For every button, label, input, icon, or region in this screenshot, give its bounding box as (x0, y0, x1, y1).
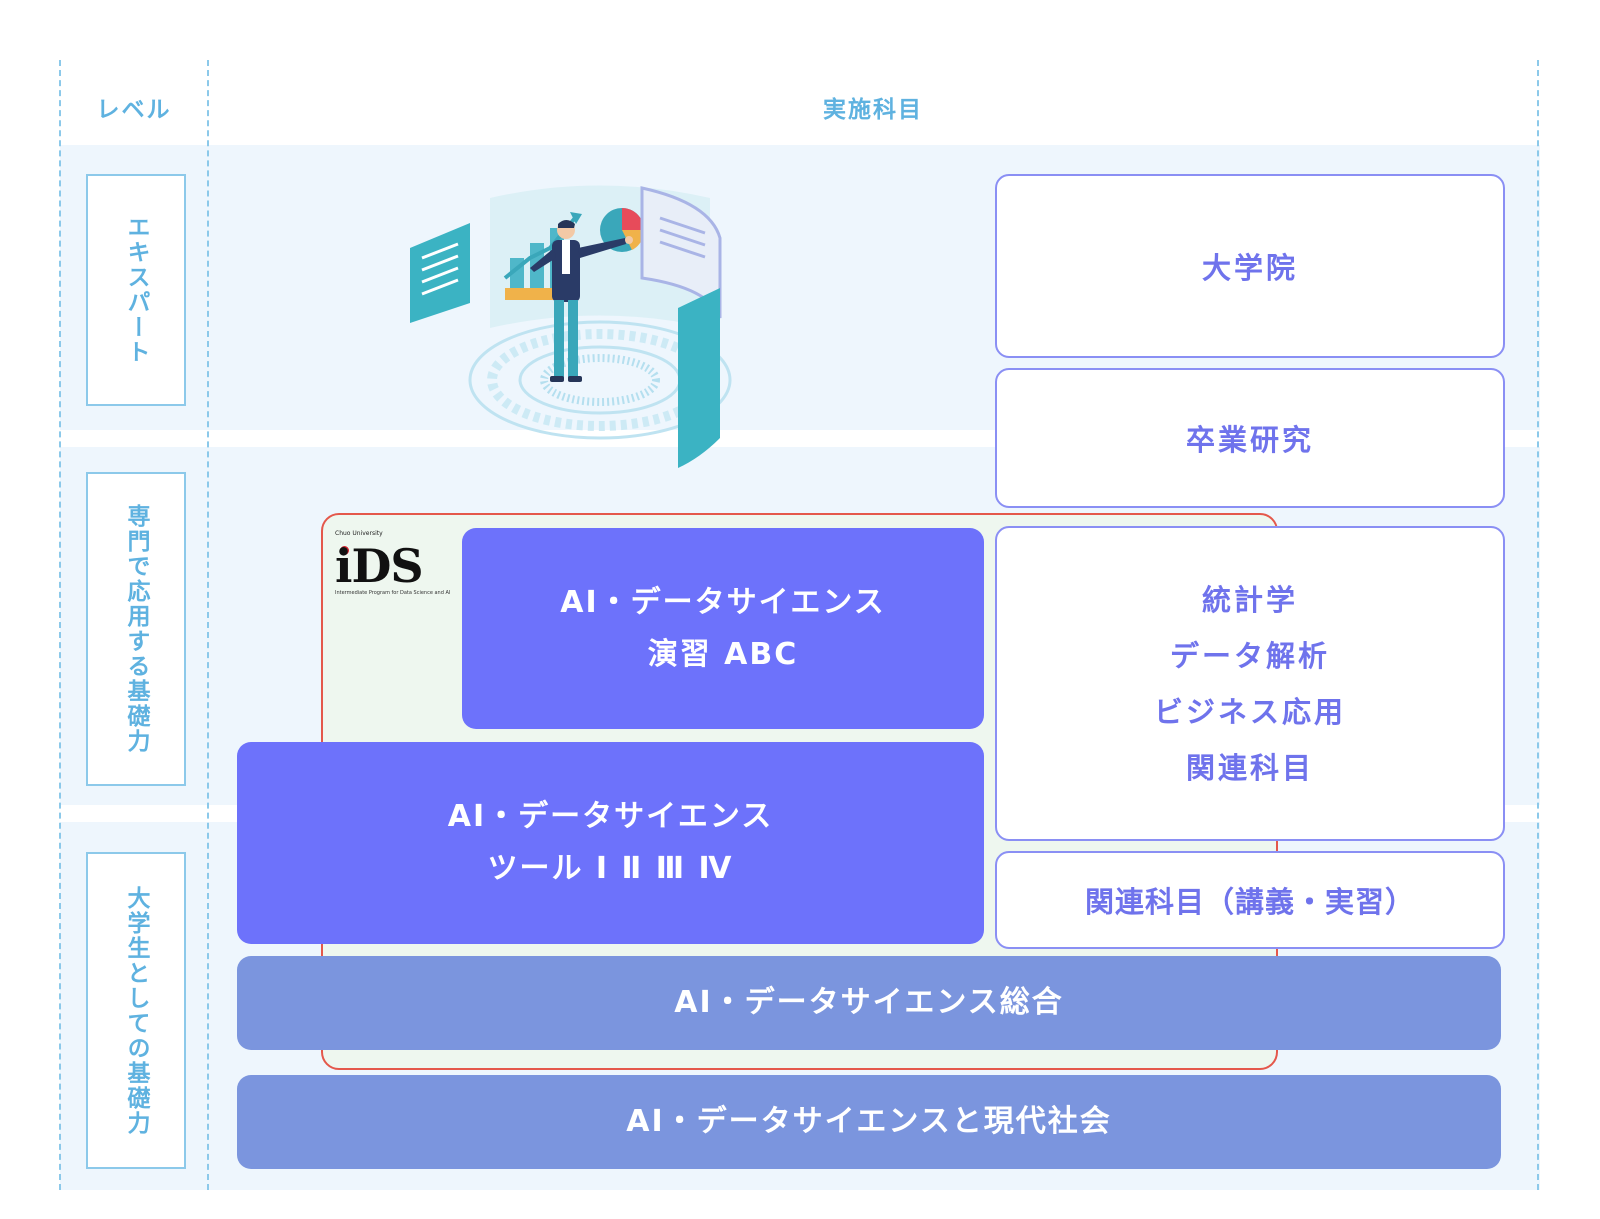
header-courses: 実施科目 (823, 97, 923, 123)
practice-abc-box: AI・データサイエンス 演習 ABC (462, 528, 984, 729)
practice-line-2: 演習 ABC (647, 636, 799, 672)
related-course-statistics: 統計学 (1201, 582, 1298, 617)
level-applied-label: 専門で応用する基礎力 (123, 504, 149, 754)
related-course-business: ビジネス応用 (1153, 694, 1346, 729)
level-expert: エキスパート (86, 174, 186, 406)
tools-line-2: ツール Ⅰ Ⅱ Ⅲ Ⅳ (487, 851, 734, 886)
tools-line-1: AI・データサイエンス (447, 799, 774, 834)
general-box: AI・データサイエンス総合 (237, 956, 1501, 1050)
graduate-school-box: 大学院 (995, 174, 1505, 358)
header-level: レベル (96, 97, 172, 123)
level-expert-label: エキスパート (123, 215, 149, 365)
level-foundation-label: 大学生としての基礎力 (123, 885, 149, 1136)
related-courses-box: 統計学 データ解析 ビジネス応用 関連科目 (995, 526, 1505, 841)
related-course-related: 関連科目 (1185, 750, 1314, 785)
level-applied: 専門で応用する基礎力 (86, 472, 186, 786)
society-box: AI・データサイエンスと現代社会 (237, 1075, 1501, 1169)
guide-left (59, 60, 61, 1190)
ids-logo-text: iDS (335, 539, 424, 593)
ids-logo: Chuo University iDS Intermediate Program… (335, 530, 453, 610)
graduation-research-box: 卒業研究 (995, 368, 1505, 508)
practice-line-1: AI・データサイエンス (560, 584, 886, 620)
tools-box: AI・データサイエンス ツール Ⅰ Ⅱ Ⅲ Ⅳ (237, 742, 984, 944)
related-course-data-analysis: データ解析 (1169, 638, 1330, 673)
ids-logo-university: Chuo University (335, 530, 383, 537)
related-lecture-box: 関連科目（講義・実習） (995, 851, 1505, 949)
ids-logo-subtitle: Intermediate Program for Data Science an… (335, 590, 451, 596)
level-foundation: 大学生としての基礎力 (86, 852, 186, 1169)
guide-right (1537, 60, 1539, 1190)
guide-divider (207, 60, 209, 1190)
data-analyst-illustration (410, 185, 732, 468)
ids-logo-dot-icon (340, 546, 349, 555)
